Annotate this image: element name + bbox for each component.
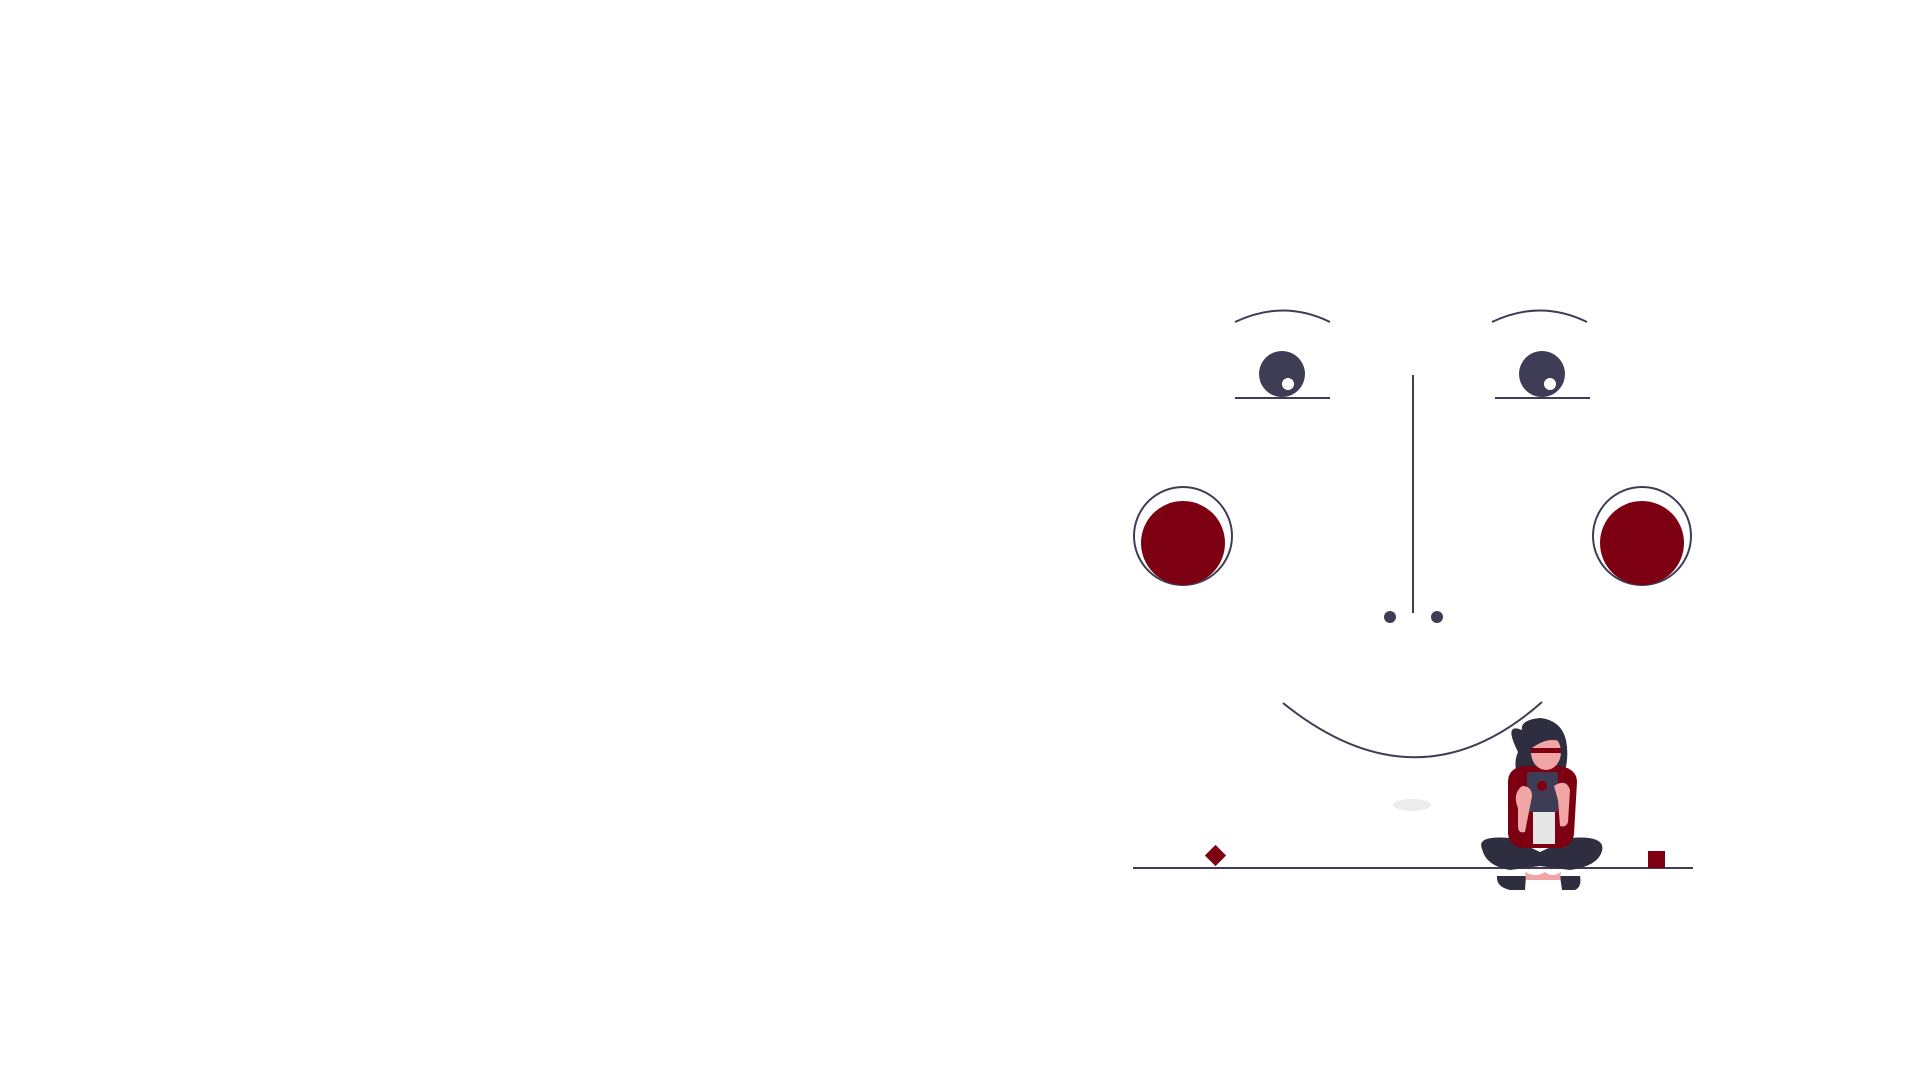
right-cheek	[1592, 486, 1692, 586]
square-shape	[1648, 851, 1665, 868]
right-eye-highlight	[1544, 378, 1556, 390]
woman-legs	[1481, 837, 1603, 870]
woman-left-foot	[1496, 876, 1526, 890]
diamond-shape	[1204, 844, 1227, 867]
left-eyebrow	[1234, 309, 1331, 323]
floor-shadow	[1393, 799, 1431, 811]
woman-figure	[1481, 718, 1603, 890]
tablet	[1527, 772, 1558, 812]
left-eye	[1235, 351, 1330, 399]
smile-mouth	[1282, 701, 1543, 759]
right-nostril	[1431, 611, 1443, 623]
left-cheek-fill	[1141, 501, 1225, 585]
right-pupil	[1519, 351, 1565, 397]
woman-right-hand	[1554, 782, 1570, 827]
left-eye-highlight	[1282, 378, 1294, 390]
left-cheek	[1133, 486, 1233, 586]
left-pupil	[1259, 351, 1305, 397]
woman-eye-band	[1531, 748, 1561, 753]
tablet-record-dot	[1537, 781, 1547, 791]
woman-right-foot	[1560, 876, 1581, 890]
right-eyebrow	[1491, 309, 1588, 323]
right-cheek-fill	[1600, 501, 1684, 585]
woman-bangs	[1527, 726, 1566, 748]
left-nostril	[1384, 611, 1396, 623]
right-eye	[1495, 351, 1590, 399]
woman-left-hand	[1515, 786, 1532, 833]
woman-ankles	[1525, 872, 1561, 880]
